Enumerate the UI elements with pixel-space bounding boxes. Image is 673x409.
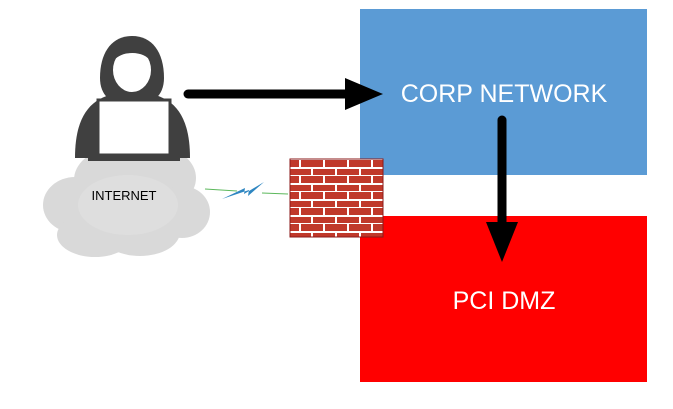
hooded-hacker-with-laptop-icon: [75, 36, 190, 161]
arrow-corp-to-pci: [486, 115, 518, 262]
pci-dmz-box: PCI DMZ: [360, 216, 647, 382]
lightning-bolt-icon: [222, 182, 264, 199]
cloud-icon: [43, 148, 210, 257]
corp-network-label: CORP NETWORK: [401, 80, 608, 108]
pci-dmz-label: PCI DMZ: [453, 287, 556, 315]
arrow-internet-to-corp: [183, 78, 383, 110]
connection-link: [204, 182, 289, 199]
brick-firewall-icon: [289, 158, 384, 238]
internet-label: INTERNET: [92, 188, 157, 203]
